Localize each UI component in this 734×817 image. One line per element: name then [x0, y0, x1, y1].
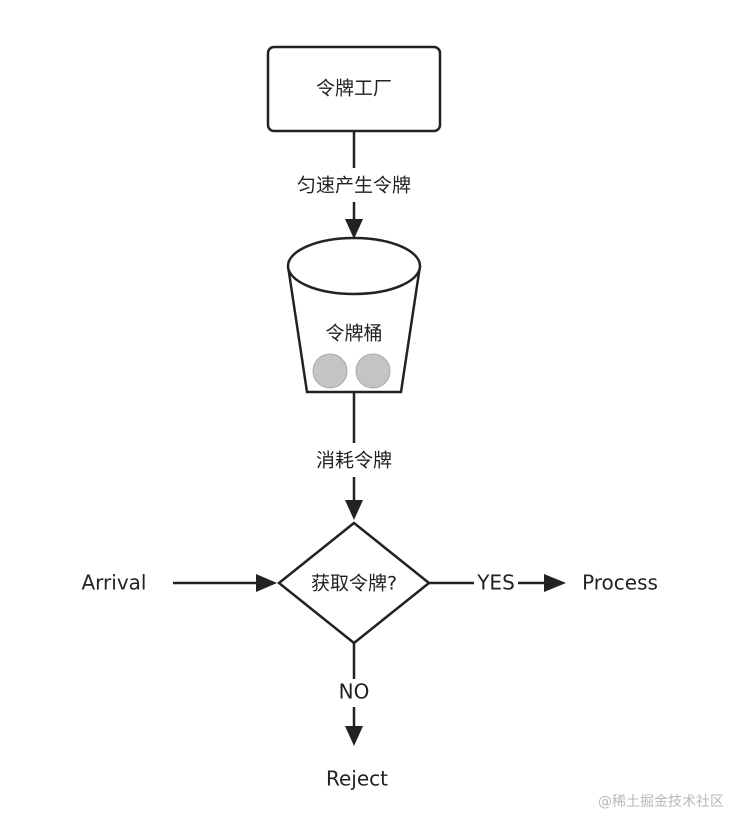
edge-yes-label: YES — [476, 571, 515, 595]
arrowhead-no — [345, 726, 363, 746]
reject-label: Reject — [326, 767, 388, 791]
token-factory-label: 令牌工厂 — [316, 78, 392, 100]
token — [312, 353, 348, 389]
watermark-text: @稀土掘金技术社区 — [598, 794, 724, 810]
edge-factory-to-bucket: 匀速产生令牌 — [297, 131, 411, 239]
arrowhead-yes — [544, 574, 566, 592]
process-label: Process — [582, 571, 658, 595]
edge-factory-to-bucket-label: 匀速产生令牌 — [297, 175, 411, 197]
token-bucket-node: 令牌桶 — [286, 236, 422, 394]
arrowhead-arrival — [256, 574, 277, 592]
bucket-rim — [286, 236, 422, 296]
decision-label: 获取令牌? — [311, 573, 397, 595]
edge-bucket-to-decision-label: 消耗令牌 — [316, 450, 392, 472]
token — [355, 353, 391, 389]
decision-node: 获取令牌? — [276, 521, 432, 645]
arrowhead-bucket-to-decision — [345, 500, 363, 520]
token-bucket-label: 令牌桶 — [325, 323, 382, 345]
token-factory-node: 令牌工厂 — [266, 45, 442, 133]
arrival-edge: Arrival — [82, 571, 277, 595]
edge-no-label: NO — [339, 680, 370, 704]
edge-decision-no: NO Reject — [326, 643, 388, 791]
arrowhead-factory-to-bucket — [345, 219, 363, 239]
arrival-label: Arrival — [82, 571, 147, 595]
edge-decision-yes: YES Process — [429, 571, 658, 595]
edge-bucket-to-decision: 消耗令牌 — [316, 392, 392, 520]
